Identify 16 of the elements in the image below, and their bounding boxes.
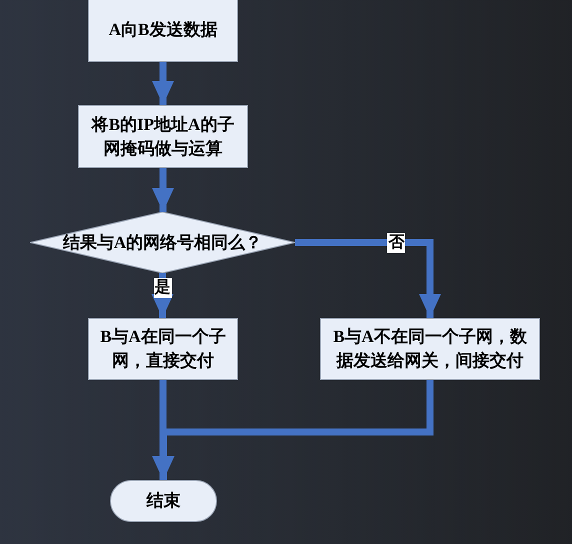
node-text: A向B发送数据 xyxy=(108,19,218,41)
node-text: 将B的IP地址A的子网掩码做与运算 xyxy=(90,114,236,160)
terminator-box xyxy=(110,480,217,522)
process-box xyxy=(78,105,248,168)
process-box xyxy=(88,318,238,380)
node-text: B与A在同一个子网，直接交付 xyxy=(99,326,227,372)
node-text: B与A不在同一个子网，数据发送给网关，间接交付 xyxy=(332,326,528,372)
node-text: 结果与A的网络号相同么？ xyxy=(62,232,262,254)
process-box xyxy=(88,0,238,62)
arrow xyxy=(295,239,441,318)
edge-label: 是 xyxy=(154,278,172,298)
edge-label: 否 xyxy=(387,232,406,252)
arrow xyxy=(152,168,174,212)
node-text: 结束 xyxy=(146,490,180,512)
process-box xyxy=(320,318,540,380)
arrow xyxy=(152,62,174,105)
